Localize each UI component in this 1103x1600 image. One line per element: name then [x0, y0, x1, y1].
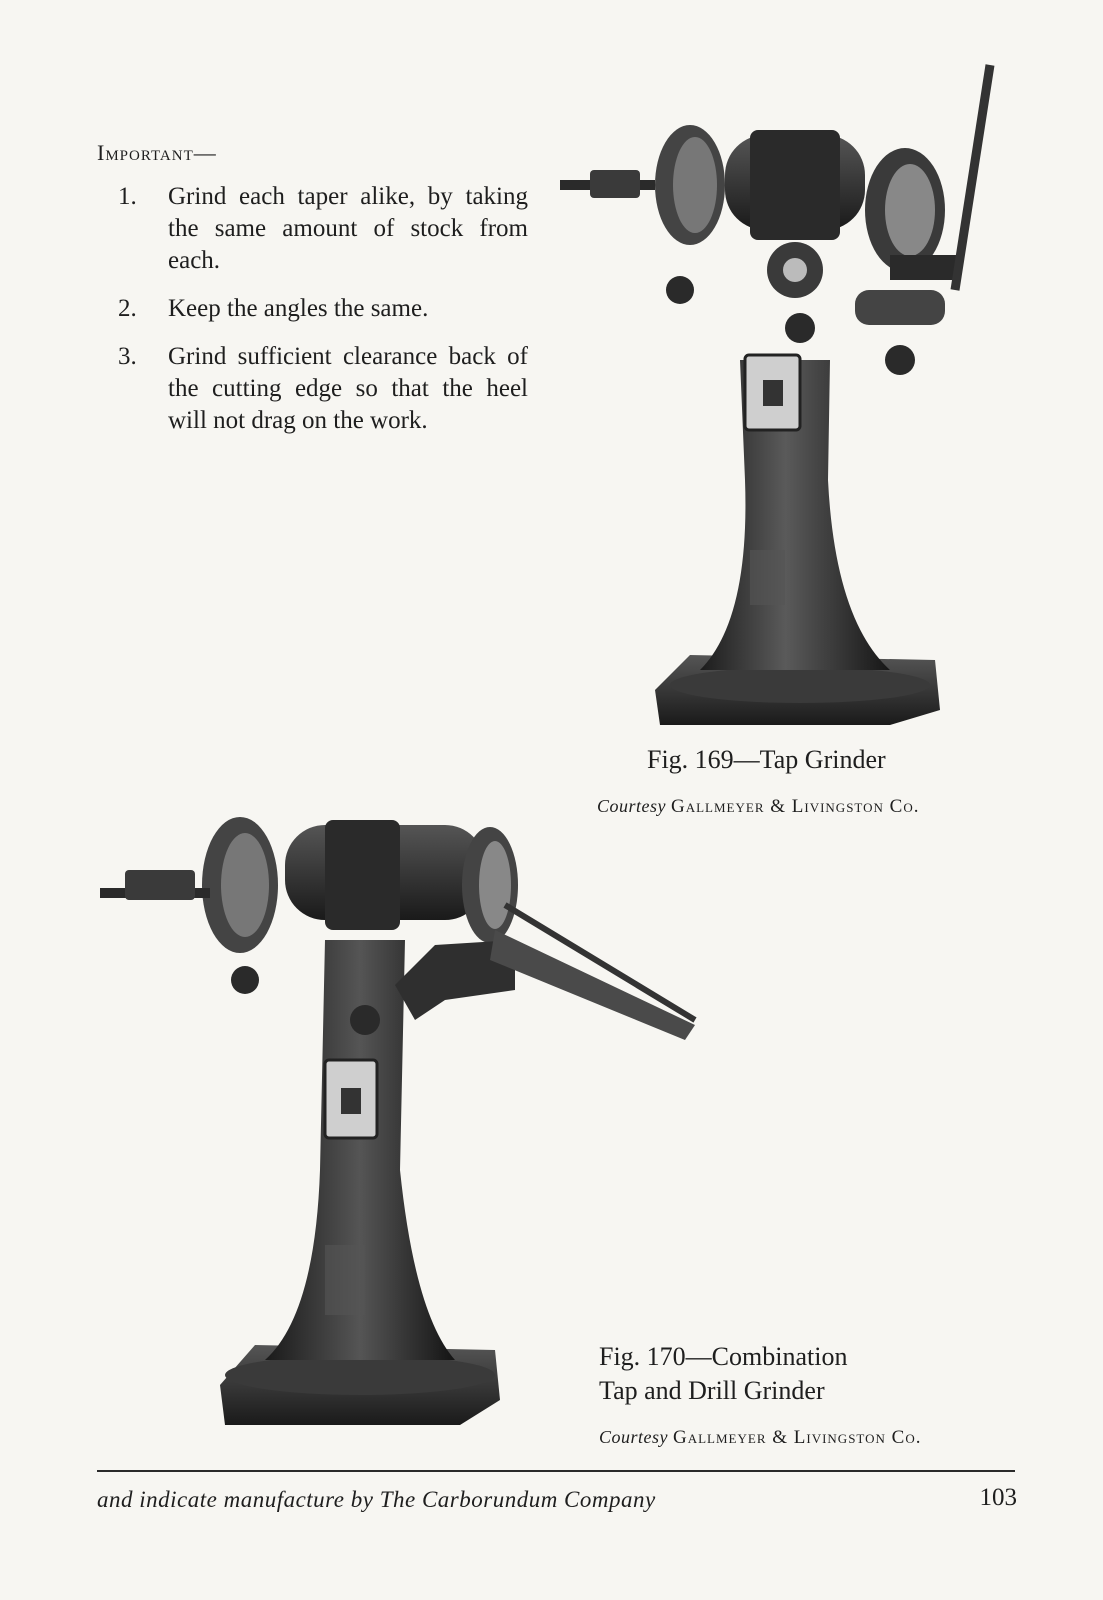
list-item: 1. Grind each taper alike, by taking the… — [118, 181, 528, 277]
footer-divider — [97, 1470, 1015, 1472]
page-number: 103 — [979, 1484, 1018, 1511]
footer-note: and indicate manufacture by The Carborun… — [97, 1487, 656, 1512]
courtesy-label: Courtesy — [597, 796, 666, 816]
important-heading: Important— — [97, 140, 217, 165]
instruction-list: 1. Grind each taper alike, by taking the… — [118, 181, 528, 453]
step-text: Grind each taper alike, by taking the sa… — [168, 183, 528, 274]
step-number: 3. — [118, 343, 137, 370]
step-text: Grind sufficient clearance back of the c… — [168, 343, 528, 434]
figure-170-credit: Courtesy Gallmeyer & Livingston Co. — [599, 1427, 921, 1449]
figure-169-caption: Fig. 169—Tap Grinder — [647, 745, 886, 774]
tap-grinder-photo — [560, 60, 1020, 760]
step-text: Keep the angles the same. — [168, 295, 429, 322]
step-number: 1. — [118, 183, 137, 210]
figure-169-credit: Courtesy Gallmeyer & Livingston Co. — [597, 796, 919, 818]
company-name: Gallmeyer & Livingston Co. — [673, 1427, 922, 1448]
figure-170-caption-line2: Tap and Drill Grinder — [599, 1376, 825, 1405]
combination-grinder-photo — [95, 770, 715, 1460]
figure-170-caption-line1: Fig. 170—Combination — [599, 1342, 848, 1371]
courtesy-label: Courtesy — [599, 1427, 668, 1447]
company-name: Gallmeyer & Livingston Co. — [671, 796, 920, 817]
list-item: 2. Keep the angles the same. — [118, 293, 528, 325]
step-number: 2. — [118, 295, 137, 322]
list-item: 3. Grind sufficient clearance back of th… — [118, 341, 528, 437]
